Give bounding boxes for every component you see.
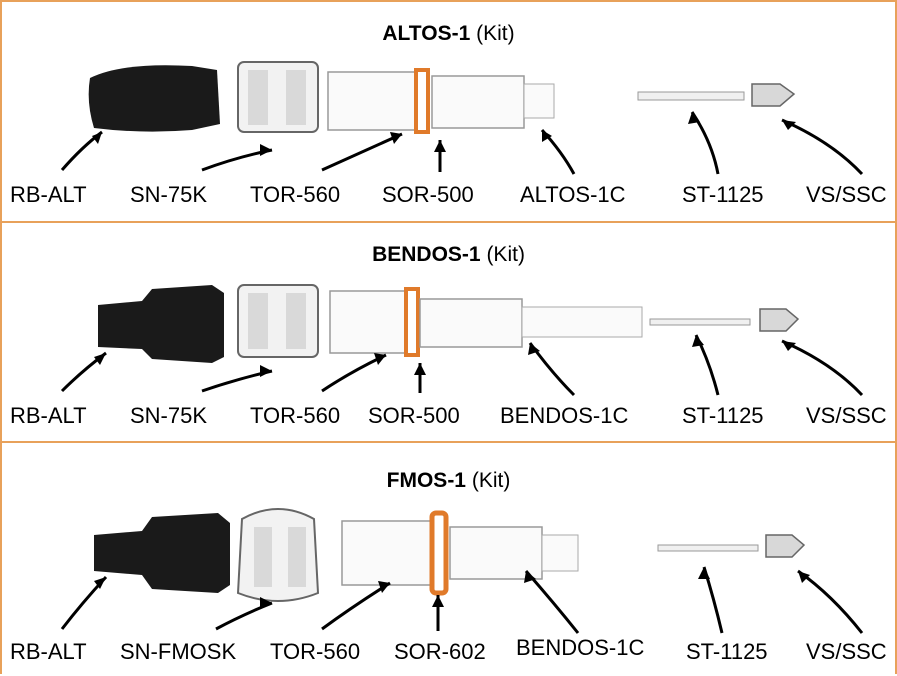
label-vs: VS/SSC — [806, 182, 887, 207]
bendos-body — [449, 526, 543, 580]
label-rb-alt: RB-ALT — [10, 403, 87, 428]
label-body: ALTOS-1C — [520, 182, 626, 207]
kit-suffix: (Kit) — [471, 469, 511, 492]
label-st: ST-1125 — [686, 639, 768, 664]
stylet — [657, 544, 759, 552]
bendos-body — [419, 298, 523, 348]
rubber-boot — [98, 285, 224, 363]
parts-illustration — [60, 508, 864, 634]
parts-illustration — [60, 284, 864, 397]
label-body: BENDOS-1C — [516, 635, 645, 660]
label-vs: VS/SSC — [806, 639, 887, 664]
label-tor: TOR-560 — [270, 639, 361, 664]
tor-body — [327, 71, 429, 131]
rubber-boot — [88, 65, 221, 132]
tor-body — [341, 520, 437, 586]
label-sn: SN-FMOSK — [120, 639, 237, 664]
kit-panel-fmos: FMOS-1 (Kit) — [2, 441, 895, 676]
oring — [414, 68, 430, 134]
rubber-boot — [94, 513, 230, 593]
stylet — [637, 91, 745, 101]
kit-title: BENDOS-1 (Kit) — [2, 243, 895, 267]
label-sor: SOR-602 — [394, 639, 486, 664]
oring — [404, 287, 420, 357]
vs-tip — [765, 534, 806, 558]
kit-suffix: (Kit) — [476, 22, 515, 45]
parts-illustration — [60, 61, 864, 176]
label-rb-alt: RB-ALT — [10, 182, 87, 207]
kit-title: ALTOS-1 (Kit) — [2, 22, 895, 46]
label-body: BENDOS-1C — [500, 403, 629, 428]
vs-tip — [751, 83, 796, 107]
kit-name: FMOS-1 — [386, 469, 466, 492]
label-st: ST-1125 — [682, 403, 764, 428]
label-st: ST-1125 — [682, 182, 764, 207]
tor-body — [329, 290, 417, 354]
kit-panel-bendos: BENDOS-1 (Kit) — [2, 221, 895, 442]
label-sn: SN-75K — [130, 182, 208, 207]
kit-name: ALTOS-1 — [382, 22, 471, 45]
kit-panel-altos: ALTOS-1 (Kit) — [2, 0, 895, 222]
label-sn: SN-75K — [130, 403, 208, 428]
label-sor: SOR-500 — [368, 403, 460, 428]
kit-suffix: (Kit) — [486, 243, 525, 266]
vs-tip — [759, 308, 800, 332]
label-tor: TOR-560 — [250, 182, 341, 207]
altos-body — [431, 75, 525, 129]
label-tor: TOR-560 — [250, 403, 341, 428]
stylet — [649, 318, 751, 326]
oring — [429, 510, 449, 596]
label-rb-alt: RB-ALT — [10, 639, 87, 664]
label-sor: SOR-500 — [382, 182, 474, 207]
kit-name: BENDOS-1 — [372, 243, 481, 266]
label-vs: VS/SSC — [806, 403, 887, 428]
kit-title: FMOS-1 (Kit) — [2, 469, 895, 493]
